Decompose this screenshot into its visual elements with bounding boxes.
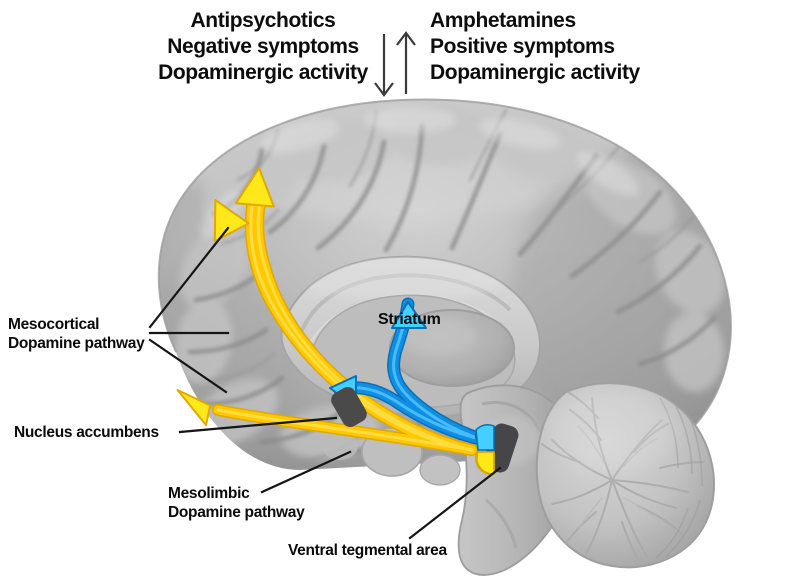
nucleus-accumbens-marker xyxy=(331,386,367,428)
label-mesolimbic-pathway: Mesolimbic Dopamine pathway xyxy=(168,484,305,522)
mesocortical-pathway xyxy=(176,167,478,456)
label-mesolimbic-line1: Mesolimbic xyxy=(168,485,250,502)
blue-arrowhead-striatum xyxy=(391,301,427,329)
label-nucleus-accumbens: Nucleus accumbens xyxy=(14,424,159,441)
header-right-line2: Positive symptoms xyxy=(430,35,615,58)
yellow-arrowhead-superior xyxy=(234,167,275,208)
mesolimbic-pathway xyxy=(329,297,491,447)
label-mesocortical-pathway: Mesocortical Dopamine pathway xyxy=(8,315,145,353)
up-arrow-icon xyxy=(396,31,416,94)
label-mesolimbic-line2: Dopamine pathway xyxy=(168,504,305,521)
leader-mesolimbic xyxy=(260,450,352,494)
header-left-line2: Negative symptoms xyxy=(167,35,359,58)
label-ventral-tegmental-area: Ventral tegmental area xyxy=(288,542,447,559)
label-striatum: Striatum xyxy=(378,311,441,328)
yellow-arrowhead-middle xyxy=(213,199,250,243)
cerebellum xyxy=(535,382,715,569)
vta-marker xyxy=(474,423,519,475)
header-right: Amphetamines Positive symptoms Dopaminer… xyxy=(430,8,690,86)
header-right-line3: Dopaminergic activity xyxy=(430,61,640,84)
leader-mesocortical-top xyxy=(148,226,230,329)
leader-lines xyxy=(148,226,502,540)
label-mesocortical-line2: Dopamine pathway xyxy=(8,335,145,352)
yellow-arrowhead-inferior xyxy=(176,388,212,427)
header-arrows xyxy=(374,31,416,97)
corpus-callosum xyxy=(280,255,541,418)
leader-vta xyxy=(408,466,502,540)
leader-mesocortical-bottom xyxy=(148,338,228,394)
header-left: Antipsychotics Negative symptoms Dopamin… xyxy=(148,8,378,86)
down-arrow-icon xyxy=(374,34,394,97)
leader-nucleus-accumbens xyxy=(178,416,338,434)
header-left-line3: Dopaminergic activity xyxy=(158,61,368,84)
label-mesocortical-line1: Mesocortical xyxy=(8,316,100,333)
header-right-line1: Amphetamines xyxy=(430,9,576,32)
header-left-line1: Antipsychotics xyxy=(190,9,336,32)
